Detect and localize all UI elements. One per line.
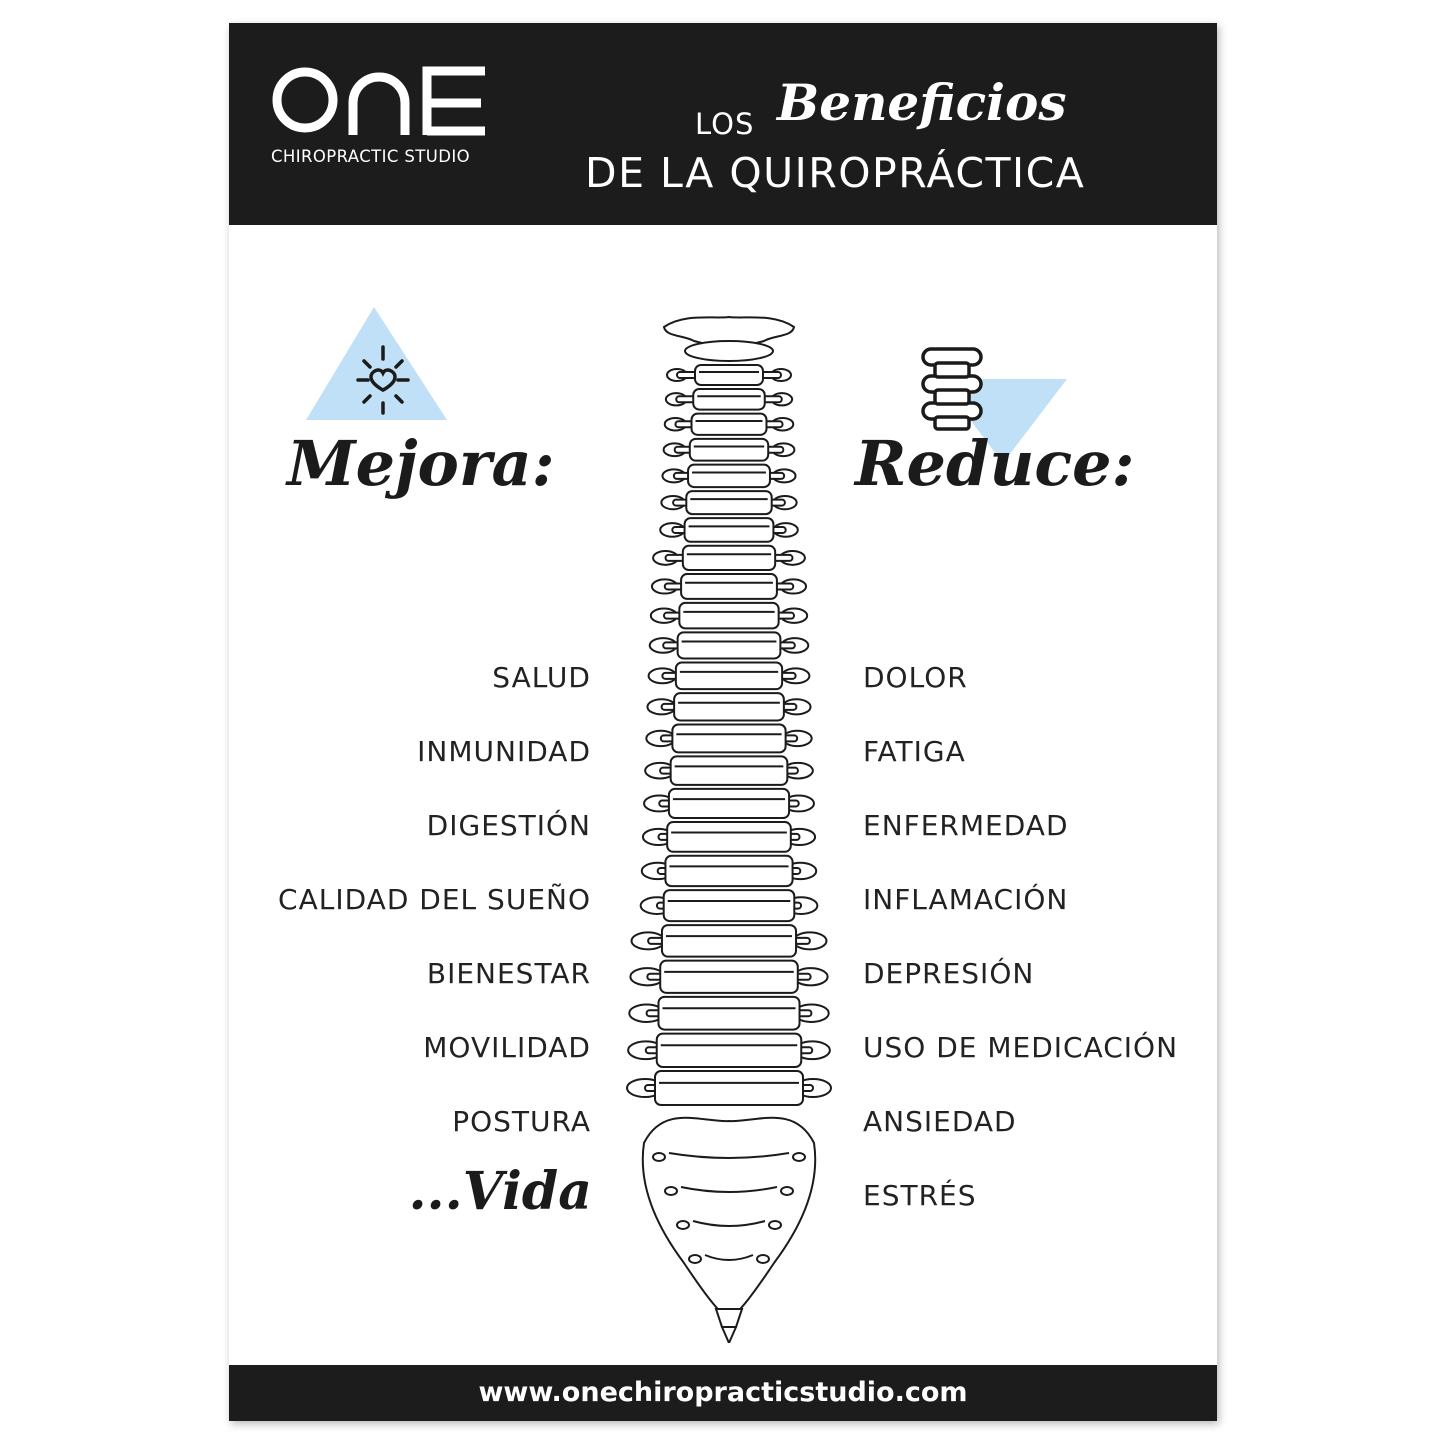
poster: CHIROPRACTIC STUDIO LOS Beneficios DE LA… [229, 23, 1217, 1421]
reduces-list-item: USO DE MEDICACIÓN [863, 1031, 1179, 1064]
brand-subtitle: CHIROPRACTIC STUDIO [271, 147, 471, 166]
reduces-list-item: ANSIEDAD [863, 1105, 1017, 1138]
reduces-list-item: DOLOR [863, 661, 968, 694]
reduces-list-item: ENFERMEDAD [863, 809, 1069, 842]
improves-heading: Mejora: [287, 427, 555, 500]
poster-title: LOS Beneficios DE LA QUIROPRÁCTICA [569, 59, 1169, 209]
reduces-list-item: INFLAMACIÓN [863, 883, 1069, 916]
improves-list-item: BIENESTAR [426, 957, 591, 990]
title-main: DE LA QUIROPRÁCTICA [585, 149, 1086, 197]
improves-list: SALUD INMUNIDAD DIGESTIÓN CALIDAD DEL SUEÑO… [229, 23, 591, 1323]
title-prefix: LOS [695, 107, 755, 141]
reduces-list: DOLOR FATIGA ENFERMEDAD INFLAMACIÓN DEPRESIÓ… [863, 23, 1217, 1323]
improves-list-item: CALIDAD DEL SUEÑO [278, 883, 591, 916]
footer-banner: www.onechiropracticstudio.com [229, 1365, 1217, 1421]
reduces-list-item: FATIGA [863, 735, 966, 768]
improves-list-item: POSTURA [452, 1105, 591, 1138]
reduces-heading: Reduce: [855, 427, 1135, 500]
improves-list-item: SALUD [492, 661, 591, 694]
spine-illustration [626, 315, 832, 1343]
header-banner: CHIROPRACTIC STUDIO LOS Beneficios DE LA… [229, 23, 1217, 225]
title-script: Beneficios [777, 73, 1067, 132]
vertebrae-icon [921, 347, 1067, 463]
improves-list-item: INMUNIDAD [417, 735, 591, 768]
heart-sun-icon [306, 307, 447, 420]
brand-logo: CHIROPRACTIC STUDIO [269, 63, 499, 173]
footer-url[interactable]: www.onechiropracticstudio.com [478, 1377, 968, 1408]
reduces-list-item: DEPRESIÓN [863, 957, 1035, 990]
reduces-list-item: ESTRÉS [863, 1179, 977, 1212]
closing-vida: ...Vida [408, 1161, 592, 1222]
improves-list-item: DIGESTIÓN [426, 809, 591, 842]
one-logo-mark [272, 66, 485, 136]
improves-list-item: MOVILIDAD [423, 1031, 591, 1064]
